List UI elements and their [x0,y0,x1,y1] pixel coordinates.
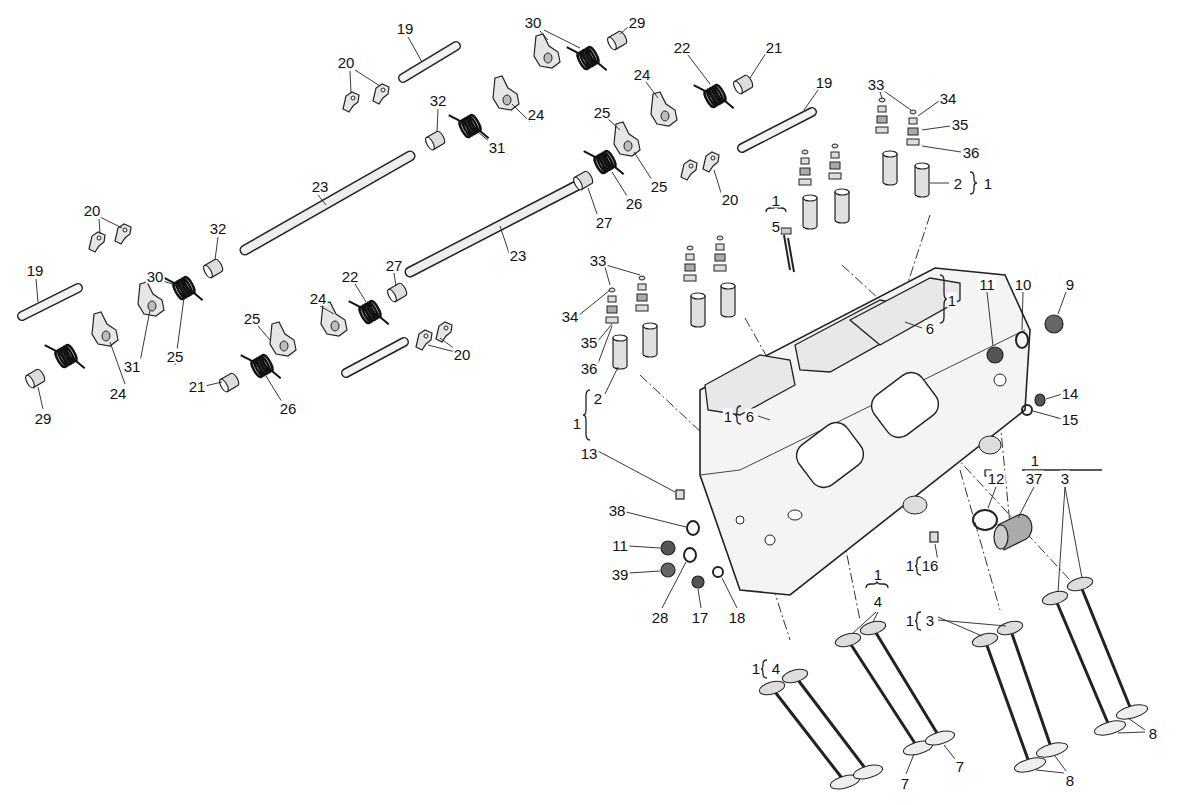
callout-number: 33 [867,77,886,92]
callout-number: 20 [453,347,472,362]
callout-number: 23 [311,179,330,194]
callout-number: 27 [385,258,404,273]
callout-number: 36 [580,361,599,376]
callout-number: 21 [765,40,784,55]
callout-number: 7 [900,776,910,791]
callout-number: 6 [745,409,755,424]
callout-number: 14 [1061,386,1080,401]
callout-number: 34 [939,91,958,106]
callout-number: 1 [1030,453,1040,468]
valve [758,575,1149,792]
callout-number: 1 [873,567,883,582]
callout-number: 1 [723,409,733,424]
callout-number: 15 [1061,412,1080,427]
cylinder-head [700,268,1030,595]
callout-number: 22 [341,269,360,284]
callout-number: 19 [396,21,415,36]
callout-number: 24 [527,107,546,122]
callout-number: 23 [509,248,528,263]
callout-number: 20 [721,192,740,207]
leader-line [36,27,1145,774]
callout-number: 33 [589,253,608,268]
callout-number: 3 [1060,471,1070,486]
callout-number: 28 [651,610,670,625]
callout-number: 2 [593,391,603,406]
callout-number: 20 [83,203,102,218]
callout-number: 7 [955,759,965,774]
callout-number: 32 [209,221,228,236]
callout-number: 11 [611,538,629,553]
callout-number: 25 [650,179,669,194]
callout-number: 11 [978,277,996,292]
callout-number: 5 [771,219,781,234]
callout-number: 35 [951,117,970,132]
callout-number: 6 [925,321,935,336]
callout-number: 30 [524,15,543,30]
callout-number: 38 [608,503,627,518]
callout-number: 29 [628,15,647,30]
assembly-line [640,215,1070,640]
callout-number: 3 [925,613,935,628]
callout-number: 1 [905,613,915,628]
callout-number: 26 [625,196,644,211]
callout-number: 13 [580,446,599,461]
rocker-parts [24,30,755,393]
callout-number: 8 [1148,726,1158,741]
callout-number: 19 [26,263,45,278]
callout-number: 25 [166,349,185,364]
callout-number: 31 [123,359,142,374]
callout-number: 27 [595,215,614,230]
callout-number: 1 [905,558,915,573]
small-parts [661,315,1063,588]
callout-number: 9 [1065,277,1075,292]
callout-number: 37 [1025,471,1044,486]
callout-number: 36 [962,145,981,160]
callout-number: 17 [691,610,710,625]
callout-number: 8 [1065,773,1075,788]
callout-number: 22 [673,40,692,55]
callout-number: 25 [243,311,262,326]
callout-number: 34 [561,309,580,324]
callout-number: 29 [34,411,53,426]
callout-number: 30 [146,269,165,284]
shaft [22,46,812,373]
callout-number: 1 [572,416,582,431]
callout-number: 1 [771,193,781,208]
callout-number: 1 [751,661,761,676]
callout-number: 32 [429,93,448,108]
callout-number: 1 [947,293,957,308]
callout-number: 4 [771,661,781,676]
callout-number: 20 [337,55,356,70]
callout-number: 25 [593,105,612,120]
callout-number: 26 [279,401,298,416]
callout-number: 1 [983,176,993,191]
callout-number: 24 [109,386,128,401]
callout-number: 4 [873,594,883,609]
callout-number: 31 [488,140,507,155]
callout-number: 19 [815,75,834,90]
callout-number: 39 [611,567,630,582]
callout-number: 21 [188,379,207,394]
callout-number: 24 [309,291,328,306]
callout-number: 10 [1014,277,1033,292]
group-brace [583,172,1102,678]
callout-number: 2 [953,176,963,191]
callout-number: 12 [987,471,1006,486]
callout-number: 35 [580,335,599,350]
callout-number: 16 [921,558,940,573]
callout-number: 24 [633,67,652,82]
callout-number: 18 [728,610,747,625]
